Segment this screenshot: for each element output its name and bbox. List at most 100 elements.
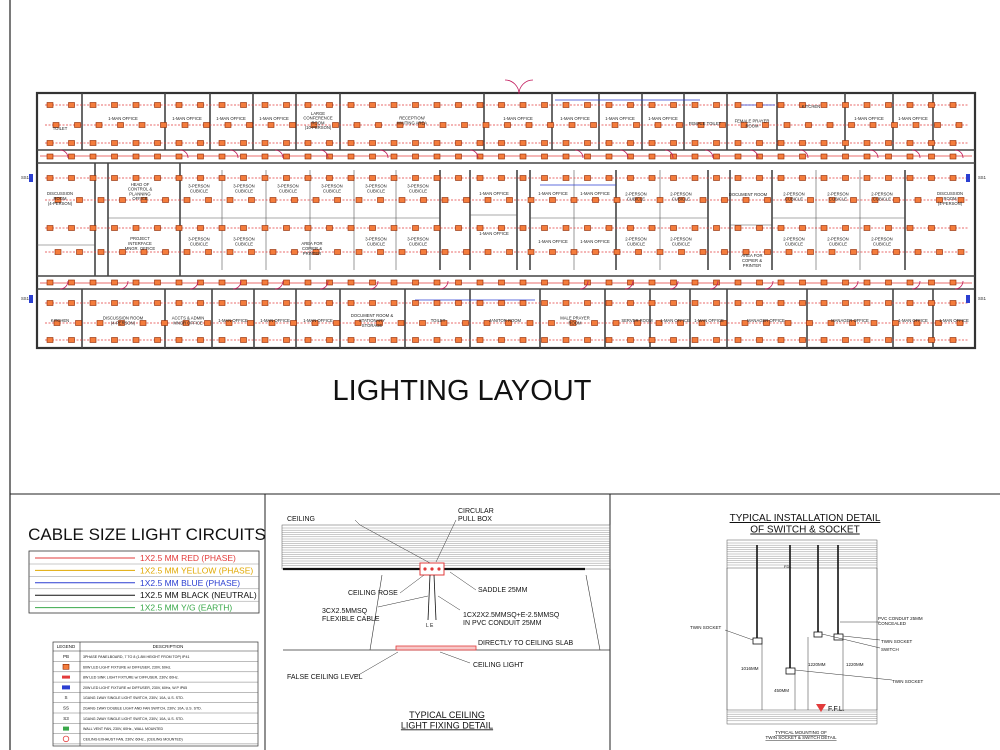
legend-symbol: S3 (63, 716, 69, 721)
cable-legend-title: CABLE SIZE LIGHT CIRCUITS (28, 525, 266, 544)
cable-legend-label: 1X2.5 MM RED (PHASE) (140, 553, 236, 563)
to-slab-label: DIRECTLY TO CEILING SLAB (478, 640, 574, 647)
false-ceiling-label: FALSE CEILING LEVEL (287, 674, 363, 681)
legend-symbol: S (64, 695, 67, 700)
ffl-label: F.F.L. (828, 706, 845, 713)
twin-socket-left-label: TWIN SOCKET (690, 625, 722, 630)
layout-title: LIGHTING LAYOUT (333, 375, 592, 407)
legend-description: 3PHASE PANELBOARD, 7 TO 8 (1.8M HEIGHT F… (83, 655, 189, 659)
description-header: DESCRIPTION (153, 644, 184, 649)
ceiling-light-label: CEILING LIGHT (473, 662, 524, 669)
fdl-label: FDL (784, 564, 792, 569)
switch-label: SWITCH (881, 647, 899, 652)
twin-socket-low-box (785, 667, 796, 675)
legend-description: 1GANG 2WAY SINGLE LIGHT SWITCH, 230V, 10… (83, 717, 184, 721)
room-label: 1-MAN OFFICE (479, 231, 509, 236)
dim-1220-b: 1220MM (846, 662, 864, 667)
room-label: TOILET (431, 318, 446, 323)
room-label: 1-MAN OFFICE (648, 116, 678, 121)
room-label: 1-MAN OFFICE (939, 318, 969, 323)
twin-socket-left-box (752, 637, 763, 645)
room-label: 1-MAN OFFICE (560, 116, 590, 121)
symbol-legend-box (52, 641, 259, 747)
panel-tag: SS1 (21, 175, 30, 180)
room-label: TOILET (53, 126, 68, 131)
sink-light-icon (62, 675, 70, 679)
twin-socket-right-label: TWIN SOCKET (881, 639, 913, 644)
exhaust-fan-icon (62, 735, 70, 743)
room-label: FEMALE TOILET (689, 121, 722, 126)
dim-1016: 1016MM (741, 666, 759, 671)
room-label: KITCHEN (802, 104, 820, 109)
wall-light-icon (62, 685, 70, 690)
ceiling-rose-label: CEILING ROSE (348, 590, 398, 597)
room-label: KITCHEN (51, 318, 69, 323)
room-label: 1-MAN OFFICE (479, 191, 509, 196)
ceiling-label: CEILING (287, 516, 315, 523)
dim-450: 450MM (774, 688, 789, 693)
room-label: DISCUSSION ROOM(4-PERSON) (103, 316, 144, 326)
saddle-label: SADDLE 25MM (478, 587, 528, 594)
room-label: 1-MAN OFFICE (898, 116, 928, 121)
room-partitions (37, 93, 934, 348)
room-label: 1-MAN OFFICE (898, 318, 928, 323)
cable-legend-label: 1X2.5 MM BLACK (NEUTRAL) (140, 590, 257, 600)
panelboard-icon (966, 295, 970, 303)
le-label: L E (426, 623, 434, 629)
room-label: SERVER ROOM (621, 318, 653, 323)
room-label: 1-MAN OFFICE (580, 191, 610, 196)
room-label: MANAGER OFFICE (747, 318, 785, 323)
cable-legend-label: 1X2.5 MM Y/G (EARTH) (140, 603, 232, 613)
room-label: DOCUMENT ROOM (729, 192, 768, 197)
legend-header: LEGEND (57, 644, 76, 649)
panelboard-icon (966, 174, 970, 182)
panel-tag: SS1 (21, 296, 30, 301)
room-label: RECEPTION/WAITING AREA (397, 116, 427, 126)
light-fixture-icon (62, 663, 70, 670)
panelboard-icon (29, 295, 33, 303)
legend-symbol: SS (63, 706, 69, 711)
legend-description: 2GANG 1WAY DOUBLE LIGHT AND FAN SWITCH, … (83, 707, 202, 711)
room-label: 1-MAN OFFICE (260, 318, 290, 323)
room-label: 1-MAN OFFICE (259, 116, 289, 121)
room-label: 1-MAN OFFICE (172, 116, 202, 121)
circuit-wiring (40, 99, 972, 341)
vent-fan-icon (63, 726, 69, 731)
building-outline (35, 91, 977, 350)
room-label: 1-MAN OFFICE (538, 239, 568, 244)
room-labels: TOILET 1-MAN OFFICE 1-MAN OFFICE 1-MAN OFFI… (47, 104, 969, 328)
